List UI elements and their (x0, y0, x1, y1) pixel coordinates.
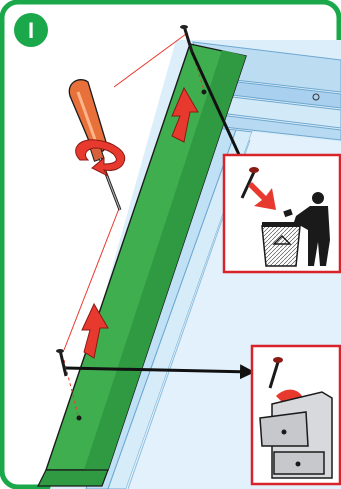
rail-screw-hole-top (202, 90, 207, 95)
recycle-bin-icon (262, 222, 300, 266)
step-number: I (28, 18, 34, 43)
rail-screw-hole-bottom (77, 416, 82, 421)
discard-callout (224, 155, 340, 272)
step-badge: I (14, 13, 48, 47)
storage-callout (252, 346, 340, 484)
